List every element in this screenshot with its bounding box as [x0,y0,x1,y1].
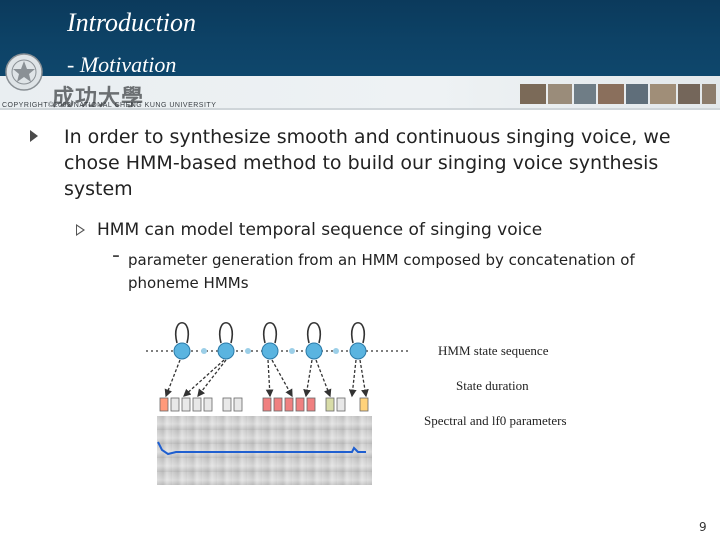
hmm-state [173,342,191,360]
bullet-level3: parameter generation from an HMM compose… [128,251,635,292]
duration-box [325,397,335,412]
campus-photo [574,84,596,104]
hmm-diagram [146,322,408,456]
duration-box [170,397,180,412]
hmm-state [349,342,367,360]
hmm-state [305,342,323,360]
label-state-duration: State duration [456,378,529,393]
duration-box [159,397,169,412]
duration-box [295,397,305,412]
duration-box [336,397,346,412]
university-seal-icon [5,53,43,91]
duration-box [222,397,232,412]
duration-box [359,397,369,412]
campus-photo [598,84,624,104]
duration-box [181,397,191,412]
university-name-logo: 成功大學 [52,85,145,111]
campus-photo [702,84,716,104]
duration-box [203,397,213,412]
campus-photo [548,84,572,104]
duration-box [284,397,294,412]
duration-box [306,397,316,412]
bullet-arrow-icon [30,130,38,142]
bullet-level1: In order to synthesize smooth and contin… [64,126,671,200]
hmm-states [173,342,367,360]
campus-photo [520,84,546,104]
page-number: 9 [699,520,707,534]
duration-arrows [164,359,369,398]
campus-photo [626,84,648,104]
spectrogram-image [157,416,372,485]
header-divider [0,108,720,110]
campus-photo [678,84,700,104]
bullet-hollow-arrow-icon [76,224,85,236]
f0-contour [157,441,366,456]
duration-box [273,397,283,412]
slide-title: Introduction [67,8,197,37]
copyright-text: COPYRIGHT©2002 NATIONAL CHENG KUNG UNIVE… [2,102,217,109]
label-hmm-state-sequence: HMM state sequence [438,343,549,358]
label-spectral-parameters: Spectral and lf0 parameters [424,413,567,428]
duration-box [192,397,202,412]
campus-photos [520,84,716,104]
bullet-dash: - [112,243,120,268]
duration-box [233,397,243,412]
hmm-state [217,342,235,360]
self-loops [174,322,366,344]
campus-photo [650,84,676,104]
bullet-level2: HMM can model temporal sequence of singi… [97,220,543,240]
duration-box [262,397,272,412]
state-duration-boxes [159,397,369,412]
hmm-state [261,342,279,360]
slide-subtitle: - Motivation [67,52,177,77]
